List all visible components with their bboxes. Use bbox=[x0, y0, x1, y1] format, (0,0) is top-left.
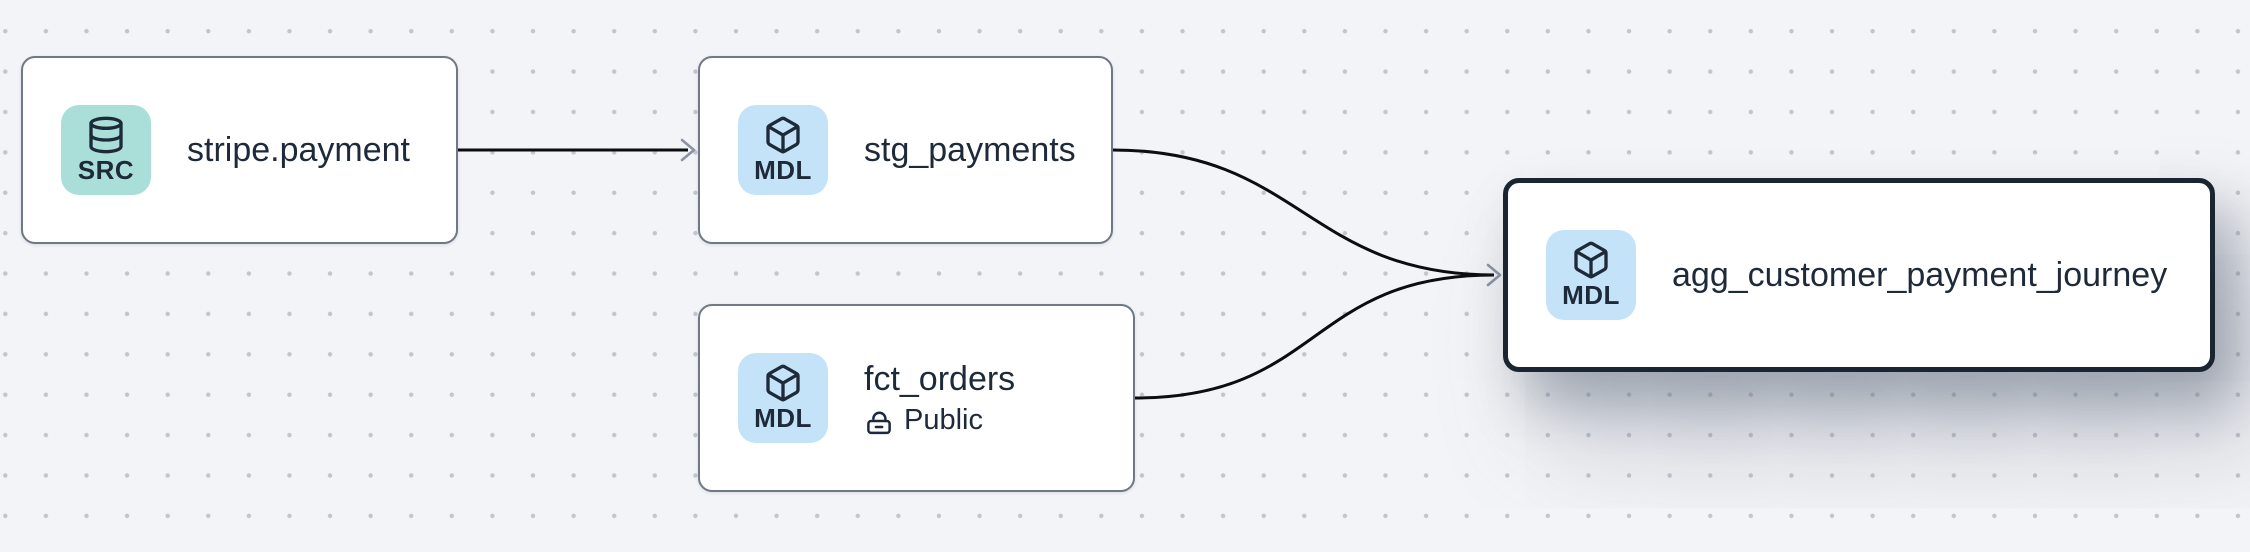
model-badge: MDL bbox=[1546, 230, 1636, 320]
node-text-block: fct_orders Public bbox=[864, 358, 1015, 438]
cube-icon bbox=[1574, 241, 1608, 279]
model-badge: MDL bbox=[738, 353, 828, 443]
cube-icon bbox=[766, 364, 800, 402]
badge-label: SRC bbox=[77, 155, 135, 186]
access-row: Public bbox=[864, 403, 1015, 438]
edge-stg-payments-to-agg-customer-payment-journey bbox=[1112, 148, 1495, 277]
cube-icon bbox=[766, 116, 800, 154]
node-fct-orders[interactable]: MDL fct_orders Public bbox=[698, 304, 1135, 492]
node-agg-customer-payment-journey[interactable]: MDL agg_customer_payment_journey bbox=[1503, 178, 2215, 372]
badge-label: MDL bbox=[754, 155, 812, 186]
arrowhead-icon bbox=[1486, 263, 1502, 287]
badge-label: MDL bbox=[1562, 280, 1620, 311]
node-stg-payments[interactable]: MDL stg_payments bbox=[698, 56, 1113, 244]
model-badge: MDL bbox=[738, 105, 828, 195]
access-label: Public bbox=[904, 404, 983, 437]
node-label: agg_customer_payment_journey bbox=[1672, 255, 2168, 294]
node-stripe-payment[interactable]: SRC stripe.payment bbox=[21, 56, 458, 244]
badge-label: MDL bbox=[754, 403, 812, 434]
node-label: stg_payments bbox=[864, 130, 1076, 169]
unlock-icon bbox=[867, 411, 891, 434]
database-icon bbox=[89, 116, 123, 154]
node-label: fct_orders bbox=[864, 359, 1016, 398]
edge-fct-orders-to-agg-customer-payment-journey bbox=[1134, 273, 1495, 400]
source-badge: SRC bbox=[61, 105, 151, 195]
node-label: stripe.payment bbox=[187, 130, 410, 169]
arrowhead-icon bbox=[680, 138, 696, 162]
